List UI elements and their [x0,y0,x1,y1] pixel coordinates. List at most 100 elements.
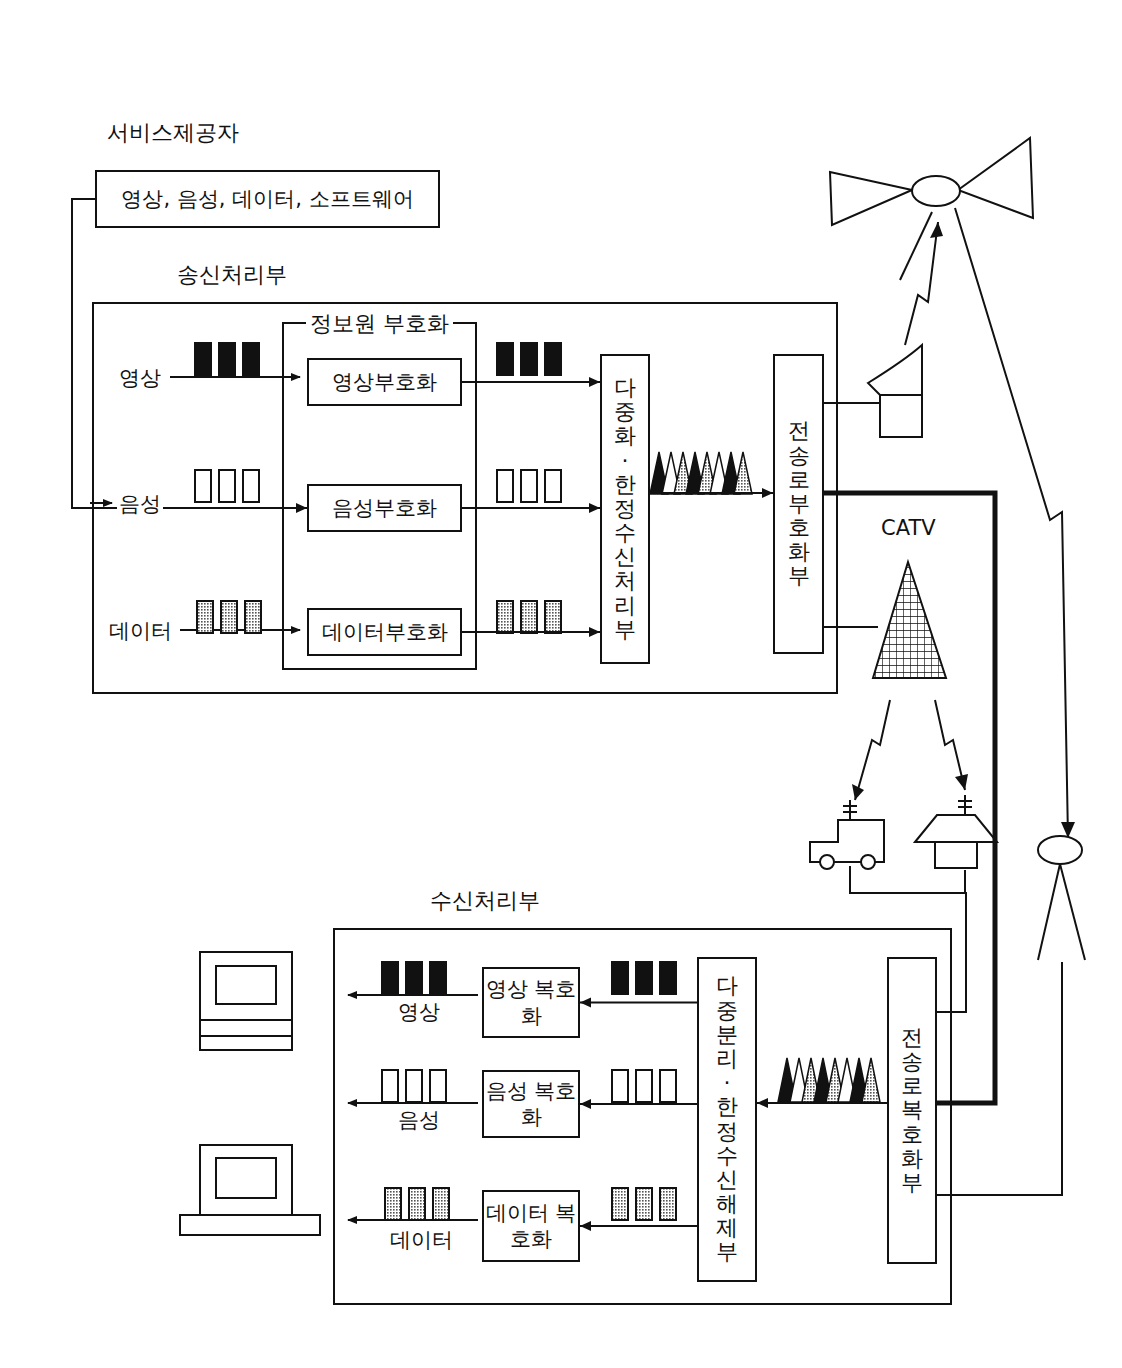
signal-pulse [243,470,259,502]
box-heading: 정보원 부호화 [306,309,453,339]
box-label: 영상 복호화 [484,976,578,1029]
connector-line [462,381,600,383]
signal-arrow [580,1099,697,1109]
signal-pulse [430,1070,446,1102]
signal-pulse [195,470,211,502]
signal-pulse [195,343,211,375]
signal-label: 데이터 [388,1226,455,1254]
connector-line [650,492,773,494]
connector-line [580,1002,697,1004]
signal-pulse [660,1070,676,1102]
signal-pulse [197,601,213,633]
box-label: 전송로 복호화부 [901,1026,923,1195]
process-box: 데이터부호화 [307,608,462,656]
signal-pulse [521,343,537,375]
signal-pulse [612,1188,628,1220]
signal-arrow [462,627,600,637]
signal-arrow [580,1221,697,1231]
process-box: 다중분리·한정수신해제부 [697,957,757,1282]
signal-pulse [243,343,259,375]
signal-pulse [636,1070,652,1102]
box-label: 전송로 부호화부 [788,419,810,588]
signal-pulse [385,1188,401,1220]
signal-pulse [409,1188,425,1220]
signal-pulse [219,470,235,502]
signal-pulse [219,343,235,375]
box-label: 음성부호화 [332,495,437,521]
signal-label: 데이터 [107,617,174,645]
box-heading: 서비스제공자 [107,118,239,148]
box-label: 영상부호화 [332,369,437,395]
connector-line [462,507,600,509]
box-label: 다중화·한정수신처리부 [614,376,636,642]
arrowhead [580,998,591,1008]
arrowhead [757,1098,768,1108]
process-box: 전송로 부호화부 [773,354,824,654]
process-box: 영상 복호화 [482,967,580,1038]
signal-pulse [497,343,513,375]
process-box: 데이터 복호화 [482,1190,580,1262]
signal-pulse [382,962,398,994]
signal-pulse [521,601,537,633]
signal-label: 음성 [117,490,163,518]
box-heading: 수신처리부 [430,886,540,916]
box-label: 영상, 음성, 데이터, 소프트웨어 [121,186,413,212]
signal-pulse [660,962,676,994]
signal-arrow [462,503,600,513]
connector-line [580,1225,697,1227]
wires [90,208,1068,1220]
group-box: 정보원 부호화영상부호화음성부호화데이터부호화 [282,322,477,670]
process-box: 전송로 복호화부 [887,957,937,1264]
process-box: 영상부호화 [307,358,462,406]
signal-pulse [433,1188,449,1220]
signal-pulse [636,1188,652,1220]
arrowhead [589,503,600,513]
process-box: 음성 복호화 [482,1070,580,1138]
connector-line [72,199,307,508]
signal-pulse [406,1070,422,1102]
box-label: 다중분리·한정수신해제부 [716,974,738,1264]
connector-line [757,1102,887,1104]
signal-pulse [497,470,513,502]
signal-label: 영상 [117,364,163,392]
process-box: 다중화·한정수신처리부 [600,354,650,664]
process-box: 음성부호화 [307,484,462,532]
computer-icon [180,1145,320,1235]
monitor-icon [200,952,292,1050]
satellite-symbol [830,138,1033,225]
signal-pulse [221,601,237,633]
arrowhead [580,1221,591,1231]
uplink-dish [868,345,922,437]
signal-pulse [406,962,422,994]
signal-pulse [612,962,628,994]
signal-pulse [382,1070,398,1102]
signal-pulse [636,962,652,994]
process-box: 서비스제공자영상, 음성, 데이터, 소프트웨어 [95,170,440,228]
arrowhead [580,1099,591,1109]
signal-label: 음성 [396,1106,442,1134]
signal-arrow [72,199,307,513]
signal-pulse [545,343,561,375]
signal-pulse [497,601,513,633]
box-label: 데이터부호화 [322,619,448,645]
box-heading: 송신처리부 [177,260,287,290]
signal-label: 영상 [396,998,442,1026]
network-label: CATV [879,516,938,540]
multiplexed-signal [734,452,752,494]
signal-pulse [545,470,561,502]
signal-pulse [660,1188,676,1220]
signal-arrow [757,1098,887,1108]
signal-pulse [521,470,537,502]
vehicle-receiver [810,800,884,869]
catv-tower [873,562,946,678]
signal-pulse [430,962,446,994]
signal-pulse [545,601,561,633]
signal-pulse [245,601,261,633]
arrowhead [296,503,307,513]
dish-tower [1038,836,1085,960]
box-label: 데이터 복호화 [484,1200,578,1253]
connector-line [580,1103,697,1105]
arrowhead [589,377,600,387]
group-box: 송신처리부정보원 부호화영상부호화음성부호화데이터부호화다중화·한정수신처리부전… [92,302,838,694]
arrowhead [589,627,600,637]
